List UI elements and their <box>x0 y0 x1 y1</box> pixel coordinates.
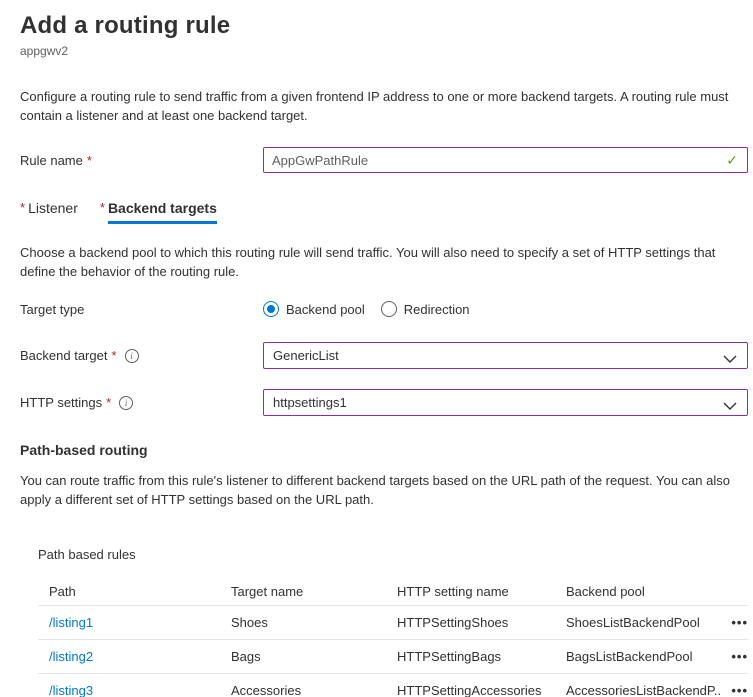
cell-http-setting-name: HTTPSettingBags <box>397 649 502 664</box>
path-rules-table-label: Path based rules <box>38 547 136 562</box>
path-link[interactable]: /listing2 <box>49 649 94 664</box>
path-based-routing-description: You can route traffic from this rule's l… <box>20 473 730 507</box>
cell-backend-pool: ShoesListBackendPool <box>566 615 700 630</box>
required-asterisk: * <box>99 200 105 215</box>
backend-tab-description: Choose a backend pool to which this rout… <box>20 245 716 279</box>
table-body: /listing1 Shoes HTTPSettingShoes ShoesLi… <box>38 605 748 697</box>
column-header-target-name: Target name <box>231 583 304 599</box>
radio-backend-pool-label: Backend pool <box>286 301 365 317</box>
table-row: /listing2 Bags HTTPSettingBags BagsListB… <box>38 639 748 673</box>
required-asterisk: * <box>20 200 26 215</box>
cell-path: /listing1 <box>38 615 220 630</box>
rule-name-field-wrap: ✓ <box>263 147 748 173</box>
info-icon[interactable]: i <box>124 348 139 363</box>
http-settings-dropdown[interactable]: httpsettings1 <box>263 389 748 416</box>
table-header-row: Path Target name HTTP setting name Backe… <box>38 577 748 605</box>
rule-name-row: Rule name * ✓ <box>20 147 748 173</box>
backend-target-row: Backend target * i GenericList <box>20 342 748 369</box>
path-based-routing-heading: Path-based routing <box>20 442 148 458</box>
backend-target-dropdown[interactable]: GenericList <box>263 342 748 369</box>
column-header-http-setting-name: HTTP setting name <box>397 583 509 599</box>
page-subtitle: appgwv2 <box>20 44 69 58</box>
path-link[interactable]: /listing1 <box>49 615 94 630</box>
target-type-label: Target type <box>20 302 263 317</box>
cell-http-setting-name: HTTPSettingAccessories <box>397 683 542 697</box>
cell-menu: ••• <box>720 649 748 664</box>
row-menu-button[interactable]: ••• <box>731 615 748 630</box>
required-asterisk: * <box>106 395 112 410</box>
row-menu-button[interactable]: ••• <box>731 649 748 664</box>
target-type-label-text: Target type <box>20 301 85 317</box>
backend-target-label-text: Backend target <box>20 348 108 363</box>
radio-redirection[interactable]: Redirection <box>380 301 470 317</box>
tab-listener-label: Listener <box>28 200 78 216</box>
tab-backend-targets-label: Backend targets <box>107 200 217 224</box>
cell-path: /listing3 <box>38 683 220 697</box>
column-header-backend-pool: Backend pool <box>566 583 645 599</box>
http-settings-row: HTTP settings * i httpsettings1 <box>20 389 748 416</box>
rule-name-input[interactable] <box>263 147 748 173</box>
cell-target-name: Shoes <box>231 615 268 630</box>
target-type-radio-group: Backend pool Redirection <box>263 301 486 317</box>
path-link[interactable]: /listing3 <box>49 683 94 697</box>
radio-selected-icon <box>263 301 279 317</box>
backend-target-value: GenericList <box>273 348 339 363</box>
cell-target-name: Bags <box>231 649 261 664</box>
http-settings-value: httpsettings1 <box>273 395 347 410</box>
cell-menu: ••• <box>720 683 748 697</box>
rule-name-label: Rule name * <box>20 153 263 168</box>
cell-path: /listing2 <box>38 649 220 664</box>
target-type-row: Target type Backend pool Redirection <box>20 301 748 317</box>
chevron-down-icon <box>723 352 737 367</box>
page-title: Add a routing rule <box>20 12 231 39</box>
path-rules-section: Path based rules Path Target name HTTP s… <box>38 547 748 697</box>
row-menu-button[interactable]: ••• <box>731 683 748 697</box>
path-rules-table: Path Target name HTTP setting name Backe… <box>38 577 748 697</box>
tab-backend-targets[interactable]: * Backend targets <box>100 200 217 224</box>
required-asterisk: * <box>86 152 92 168</box>
tab-listener[interactable]: * Listener <box>20 200 78 224</box>
intro-text: Configure a routing rule to send traffic… <box>20 89 729 123</box>
radio-backend-pool[interactable]: Backend pool <box>263 301 365 317</box>
required-asterisk: * <box>111 348 117 363</box>
tab-bar: * Listener * Backend targets <box>20 200 748 224</box>
http-settings-label-text: HTTP settings <box>20 395 103 410</box>
table-row: /listing3 Accessories HTTPSettingAccesso… <box>38 673 748 697</box>
cell-backend-pool: AccessoriesListBackendP... <box>566 683 720 697</box>
table-row: /listing1 Shoes HTTPSettingShoes ShoesLi… <box>38 605 748 639</box>
chevron-down-icon <box>723 399 737 414</box>
rule-name-label-text: Rule name <box>20 152 83 168</box>
info-icon[interactable]: i <box>119 395 134 410</box>
radio-unselected-icon <box>380 301 397 317</box>
column-header-path: Path <box>49 583 76 599</box>
cell-target-name: Accessories <box>231 683 302 697</box>
http-settings-label: HTTP settings * i <box>20 395 263 410</box>
cell-backend-pool: BagsListBackendPool <box>566 649 693 664</box>
backend-target-label: Backend target * i <box>20 348 263 363</box>
radio-redirection-label: Redirection <box>403 301 470 317</box>
cell-menu: ••• <box>720 615 748 630</box>
cell-http-setting-name: HTTPSettingShoes <box>397 615 509 630</box>
